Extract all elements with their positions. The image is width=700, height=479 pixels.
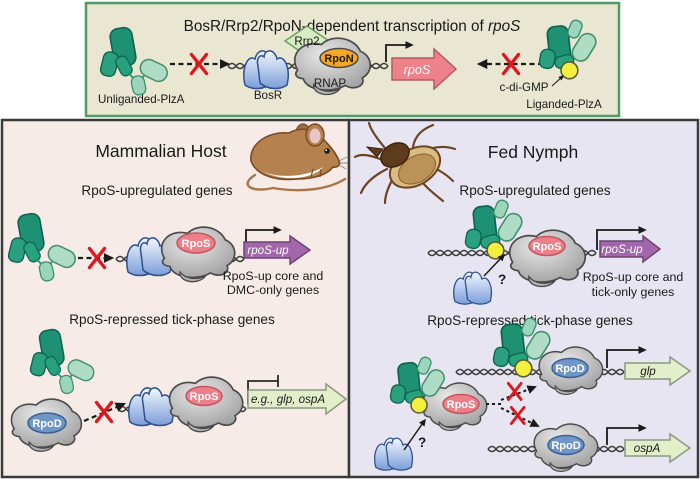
repressed-genes-arrow — [247, 382, 348, 416]
mouse-tail — [246, 173, 347, 192]
repressed-heading: RpoS-repressed tick-phase genes — [69, 312, 275, 327]
transcription-start-arrow — [596, 225, 647, 250]
top-panel: BosR/Rrp2/RpoN-dependent transcription o… — [84, 1, 621, 118]
rpod-label: RpoD — [32, 418, 61, 430]
rpod-sigma-factor — [551, 357, 589, 379]
cdigmp-pointer-arrow — [551, 75, 564, 87]
rpod-label: RpoD — [555, 363, 584, 375]
rpon-sigma-factor — [319, 47, 359, 69]
rpos-sigma-factor — [528, 235, 566, 257]
top-panel-title: BosR/Rrp2/RpoN-dependent transcription o… — [184, 18, 522, 35]
transcription-start-arrow — [606, 345, 647, 368]
mouse-illustration — [246, 123, 348, 192]
question-arrow — [403, 418, 426, 451]
rpos-up-gene-label: rpoS-up — [601, 243, 643, 256]
rpon-label: RpoN — [324, 53, 353, 65]
rpos-label: RpoS — [182, 238, 211, 250]
rpos-gene-arrow — [391, 47, 458, 91]
mammalian-host-panel: Mammalian Host RpoS-upregulated genes Rp… — [0, 118, 351, 479]
rpod-sigma-factor — [547, 434, 585, 456]
mouse-whiskers — [338, 156, 348, 170]
bosr-label: BosR — [254, 89, 282, 102]
question-arrow — [483, 253, 506, 277]
rrp2-label: Rrp2 — [294, 35, 319, 48]
tick-legs — [353, 121, 457, 205]
nymph-panel-title: Fed Nymph — [488, 142, 578, 162]
question-mark: ? — [498, 272, 506, 287]
mouse-legs — [310, 168, 322, 178]
ospa-gene-label: ospA — [634, 442, 661, 455]
rpos-label: RpoS — [533, 241, 562, 253]
caption-line1: RpoS-up core and — [223, 269, 324, 283]
rpos-sigma-factor — [176, 232, 216, 254]
mouse-eye-highlight — [325, 149, 328, 152]
mouse-belly — [259, 167, 323, 179]
cdigmp-label: c-di-GMP — [500, 81, 549, 94]
rnap-label: RNAP — [314, 77, 346, 90]
rpos-up-gene-label: rpoS-up — [247, 244, 289, 257]
upregulated-heading: RpoS-upregulated genes — [459, 183, 610, 198]
rpos-gene-label: rpoS — [404, 63, 431, 77]
fed-nymph-panel: Fed Nymph RpoS-upregulated genes RpoS rp… — [347, 118, 700, 479]
unliganded-plza-label: Unliganded-PlzA — [98, 93, 185, 106]
tick-scutum — [380, 142, 410, 168]
tick-illustration — [353, 121, 457, 205]
tick-abdomen-inner — [398, 153, 436, 185]
glp-gene-arrow — [624, 355, 692, 387]
rpos-sigma-factor — [442, 393, 480, 415]
rpod-sigma-factor — [27, 412, 67, 434]
tick-head — [365, 146, 384, 158]
rpod-label: RpoD — [551, 440, 580, 452]
upregulated-heading: RpoS-upregulated genes — [81, 183, 232, 198]
rpos-label: RpoS — [447, 399, 476, 411]
rpos-label: RpoS — [190, 391, 219, 403]
mouse-eye — [324, 148, 330, 154]
rpos-up-gene-arrow — [599, 234, 662, 264]
caption-line1: RpoS-up core and — [583, 270, 684, 284]
caption-line2: tick-only genes — [592, 285, 675, 299]
repressed-genes-label: e.g., glp, ospA — [251, 393, 325, 406]
liganded-plza-label: Liganded-PlzA — [526, 98, 602, 111]
mammalian-panel-title: Mammalian Host — [95, 141, 226, 161]
question-mark: ? — [418, 435, 426, 450]
rpos-up-gene-arrow — [243, 234, 312, 266]
transcription-start-arrow — [606, 423, 647, 445]
transcription-start-arrow — [385, 40, 414, 62]
caption-line2: DMC-only genes — [227, 283, 319, 297]
glp-gene-label: glp — [640, 365, 656, 378]
rpos-sigma-factor — [185, 385, 223, 407]
mouse-ear-inner — [309, 128, 321, 144]
ospa-gene-arrow — [624, 432, 692, 464]
